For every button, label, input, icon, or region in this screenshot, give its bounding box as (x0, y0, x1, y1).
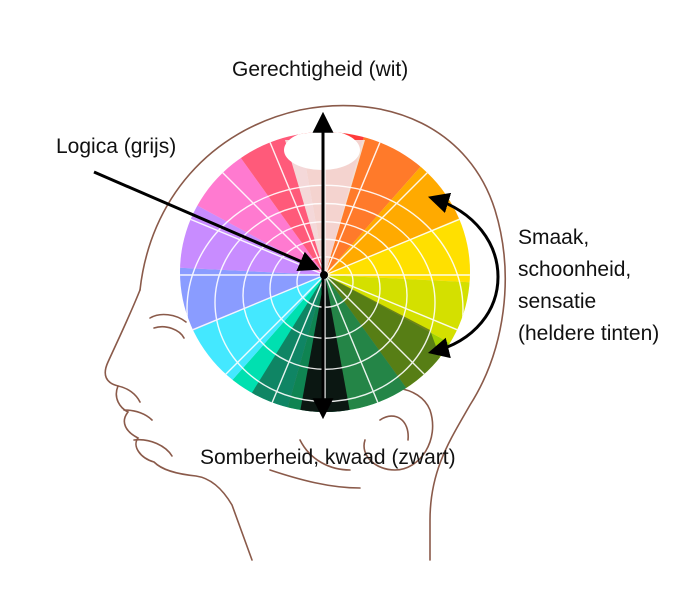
grid-spoke (324, 274, 470, 357)
label-taste-line-3: sensatie (518, 290, 597, 313)
grid-spoke (243, 132, 326, 276)
color-wedge (202, 132, 325, 275)
grid-spoke (180, 193, 326, 276)
color-wedge (180, 275, 325, 412)
label-justice: Gerechtigheid (wit) (232, 58, 409, 81)
label-taste-line-4: (heldere tinten) (518, 322, 660, 345)
label-taste-line-2: schoonheid, (518, 258, 632, 281)
color-wedge (325, 132, 464, 275)
center-point (320, 271, 328, 279)
label-taste-line-1: Smaak, (518, 226, 590, 249)
curved-arrow (427, 192, 500, 359)
grid-spoke (324, 132, 407, 276)
grid-spoke (180, 274, 326, 357)
grid-spoke (324, 274, 407, 412)
dark-region (240, 275, 460, 412)
grid-spoke (243, 274, 326, 412)
head-outline (104, 104, 506, 561)
label-gloom: Somberheid, kwaad (zwart) (200, 446, 456, 469)
grid-spoke (324, 193, 470, 276)
logic-arrow (93, 170, 320, 271)
label-logic: Logica (grijs) (56, 135, 177, 158)
color-wedge (180, 264, 325, 357)
label-taste: Smaak, schoonheid, sensatie (heldere tin… (518, 222, 659, 350)
color-wedge (186, 275, 325, 412)
